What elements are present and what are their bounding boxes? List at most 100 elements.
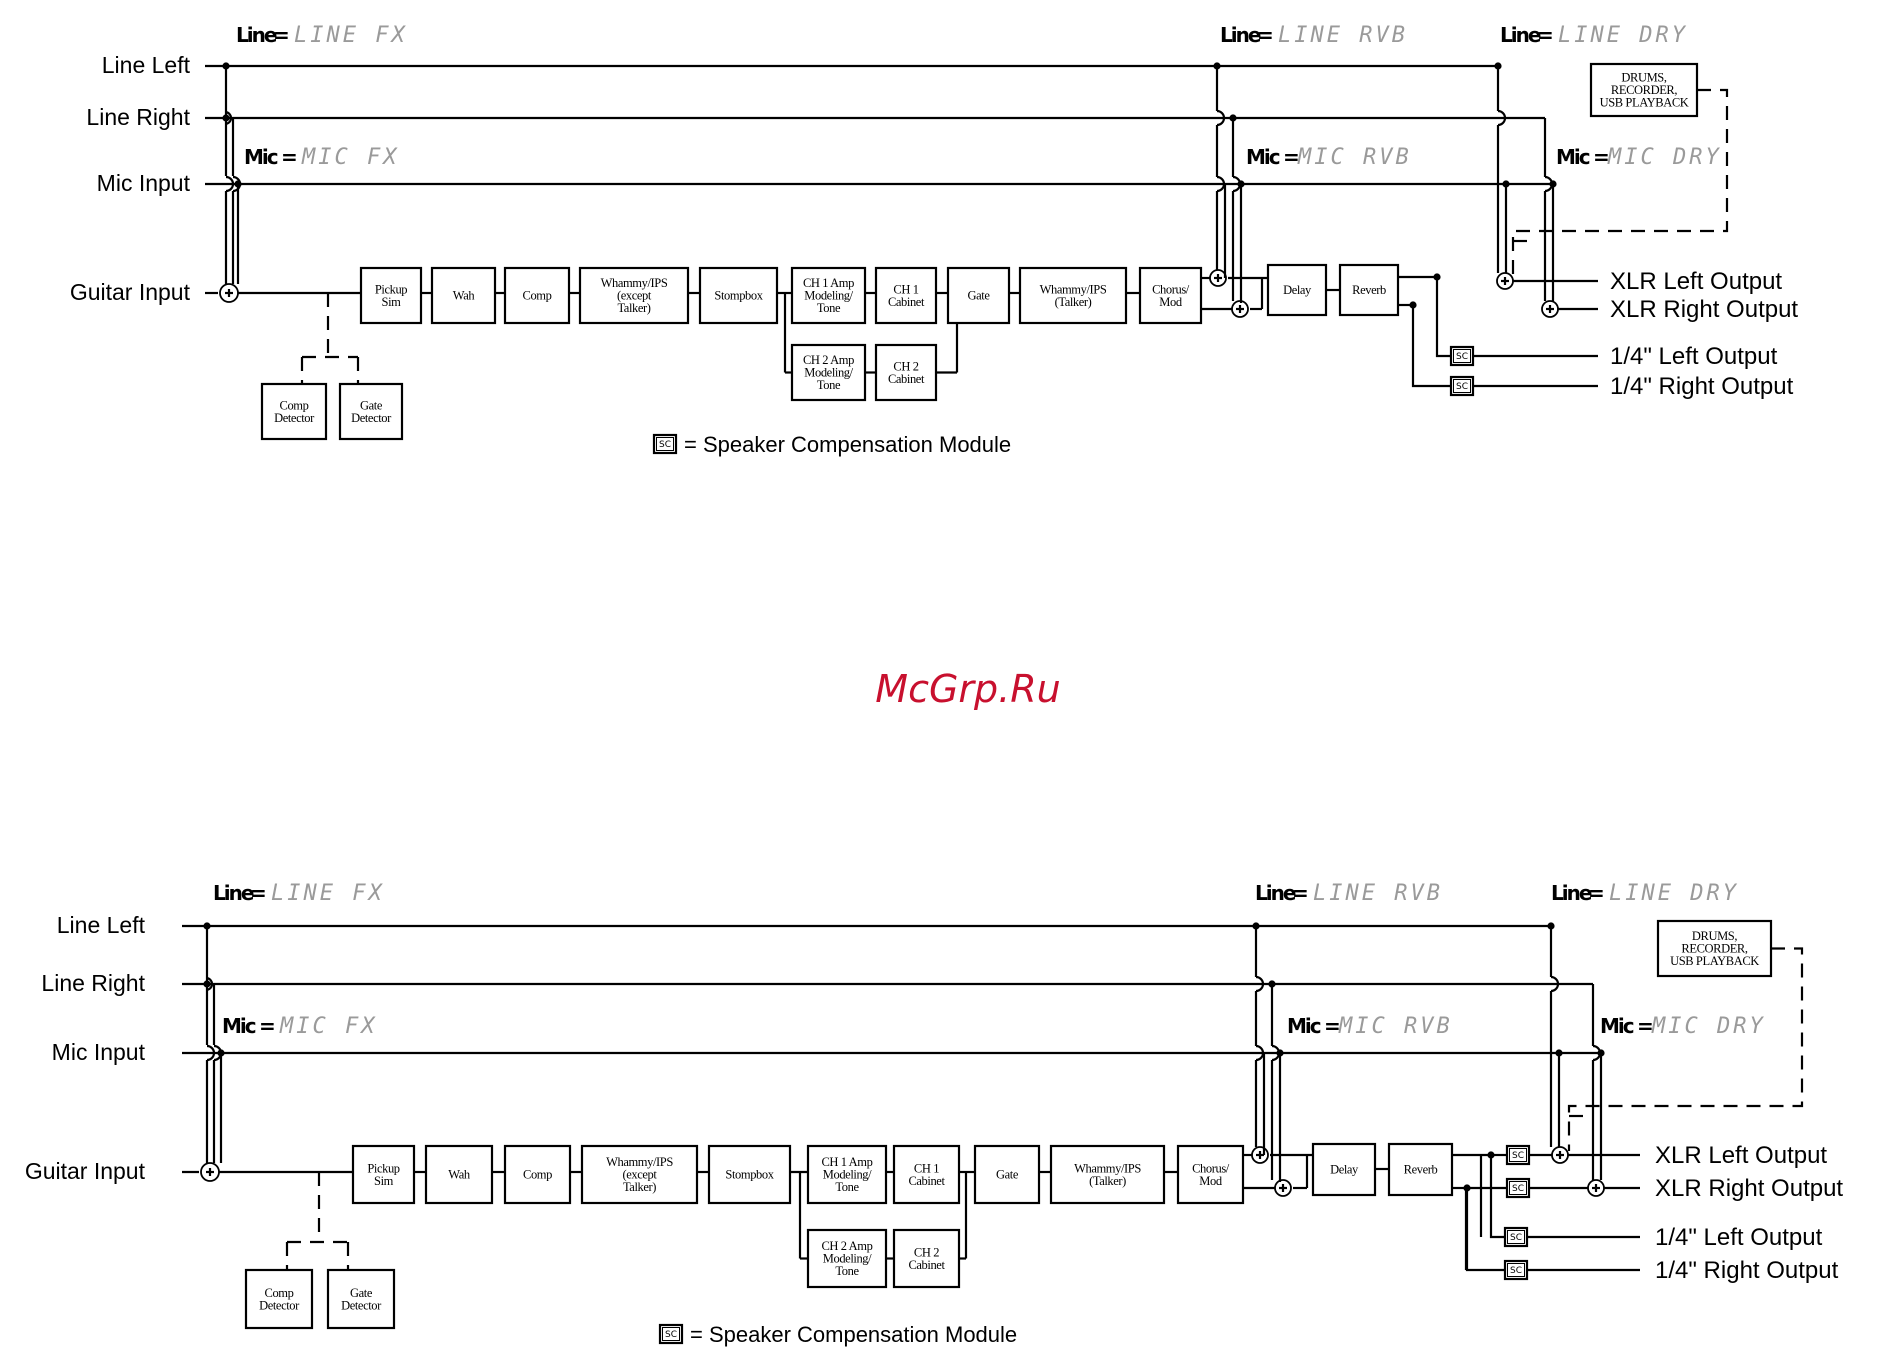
xlr-left-output-label: XLR Left Output bbox=[1655, 1142, 1827, 1169]
speaker-compensation-module: SC bbox=[658, 1323, 684, 1345]
summing-node bbox=[1274, 1179, 1292, 1197]
equals-sign: = bbox=[259, 1014, 276, 1038]
whammy-ips-block-text: (except bbox=[623, 1168, 658, 1182]
chorus-mod-block-box bbox=[1138, 266, 1203, 325]
lcd-setting: MIC FX bbox=[279, 1014, 377, 1039]
mic-knob-label: Mic bbox=[1600, 1014, 1634, 1038]
drums-recorder-usb-block-text: RECORDER, bbox=[1611, 83, 1677, 97]
lcd-setting: LINE RVB bbox=[1313, 881, 1443, 906]
ch1-amp-block-text: Modeling/ bbox=[823, 1168, 872, 1182]
lcd-setting: MIC RVB bbox=[1338, 1014, 1453, 1039]
mic-knob-label: Mic bbox=[1287, 1014, 1321, 1038]
summing-node bbox=[219, 283, 239, 303]
drums-recorder-usb-block-text: RECORDER, bbox=[1681, 942, 1747, 956]
equals-sign: = bbox=[1537, 23, 1554, 47]
ch1-cabinet-block-text: Cabinet bbox=[888, 295, 925, 309]
ch1-cabinet-block-text: CH 1 bbox=[914, 1161, 939, 1175]
summing-node bbox=[200, 1162, 220, 1182]
lcd-setting: MIC FX bbox=[301, 145, 399, 170]
comp-block-box bbox=[503, 1144, 572, 1205]
whammy-ips-block-text: (except bbox=[617, 289, 652, 303]
xlr-right-output-label: XLR Right Output bbox=[1610, 296, 1798, 323]
sc-label: SC bbox=[659, 440, 671, 450]
drums-recorder-usb-block-text: DRUMS, bbox=[1692, 929, 1737, 943]
comp-detector-block-text: Detector bbox=[259, 1298, 300, 1312]
ch2-amp-block-text: Tone bbox=[835, 1264, 859, 1278]
summing-node bbox=[1496, 272, 1514, 290]
xlr-right-output-label: XLR Right Output bbox=[1655, 1175, 1843, 1202]
knob-setting-legend: Line=LINE DRY bbox=[1500, 23, 1688, 48]
whammy-ips-block-text: Talker) bbox=[617, 301, 650, 315]
drums-recorder-usb-block: DRUMS,RECORDER,USB PLAYBACK bbox=[1589, 62, 1699, 118]
ch2-cabinet-block-text: Cabinet bbox=[888, 372, 925, 386]
mic-knob-label: Mic bbox=[1246, 145, 1280, 169]
line-right-label: Line Right bbox=[41, 970, 145, 996]
comp-detector-block-text: Detector bbox=[274, 411, 315, 425]
equals-sign: = bbox=[281, 145, 298, 169]
speaker-compensation-module: SC bbox=[1503, 1259, 1529, 1281]
quarter-left-output-label: 1/4" Left Output bbox=[1610, 343, 1778, 370]
line-knob-label: Line bbox=[1500, 23, 1541, 47]
ch1-cabinet-block-text: Cabinet bbox=[908, 1174, 945, 1188]
summing-node bbox=[1587, 1179, 1605, 1197]
whammy-talker-block-text: Whammy/IPS bbox=[1074, 1161, 1141, 1175]
gate-detector-block-box bbox=[338, 382, 404, 441]
quarter-left-output-label: 1/4" Left Output bbox=[1655, 1224, 1823, 1251]
guitar-input-label: Guitar Input bbox=[70, 279, 191, 305]
comp-detector-block-box bbox=[260, 382, 328, 441]
ch1-amp-block-text: Modeling/ bbox=[804, 289, 853, 303]
sc-label: SC bbox=[1456, 382, 1468, 392]
lcd-setting: LINE DRY bbox=[1609, 881, 1739, 906]
stompbox-block-text: Stompbox bbox=[725, 1168, 774, 1182]
mic-input-label: Mic Input bbox=[52, 1039, 146, 1065]
speaker-compensation-module: SC bbox=[1449, 375, 1475, 397]
sc-label: SC bbox=[1512, 1184, 1524, 1194]
ch2-cabinet-block-box bbox=[892, 1228, 961, 1289]
chorus-mod-block-text: Chorus/ bbox=[1192, 1161, 1230, 1175]
summing-node bbox=[1551, 1146, 1569, 1164]
lcd-setting: LINE DRY bbox=[1558, 23, 1688, 48]
xlr-left-output-label: XLR Left Output bbox=[1610, 268, 1782, 295]
ch2-amp-block-text: Modeling/ bbox=[804, 366, 853, 380]
guitar-input-label: Guitar Input bbox=[25, 1158, 146, 1184]
gate-block-text: Gate bbox=[968, 289, 991, 303]
chorus-mod-block: Chorus/Mod bbox=[1176, 1144, 1245, 1205]
comp-block-box bbox=[503, 266, 571, 325]
watermark-text: McGrp.Ru bbox=[875, 667, 1060, 711]
ch1-cabinet-block-box bbox=[892, 1144, 961, 1205]
wah-block-text: Wah bbox=[448, 1168, 471, 1182]
ch2-amp-block-box bbox=[806, 1228, 888, 1289]
line-knob-label: Line bbox=[1255, 881, 1296, 905]
mic-knob-label: Mic bbox=[222, 1014, 256, 1038]
wah-block-text: Wah bbox=[453, 289, 476, 303]
speaker-compensation-module: SC bbox=[1449, 345, 1475, 367]
reverb-block-box bbox=[1387, 1142, 1454, 1197]
line-knob-label: Line bbox=[213, 881, 254, 905]
ch1-amp-block-box bbox=[806, 1144, 888, 1205]
whammy-ips-block-box bbox=[578, 266, 690, 325]
reverb-block: Reverb bbox=[1387, 1142, 1454, 1197]
equals-sign: = bbox=[1292, 881, 1309, 905]
stompbox-block-text: Stompbox bbox=[714, 289, 763, 303]
line-left-label: Line Left bbox=[57, 912, 146, 938]
delay-block: Delay bbox=[1311, 1142, 1377, 1197]
pickup-sim-block-text: Pickup bbox=[367, 1161, 399, 1175]
gate-block-text: Gate bbox=[996, 1168, 1019, 1182]
drums-recorder-usb-block: DRUMS,RECORDER,USB PLAYBACK bbox=[1656, 919, 1773, 978]
ch1-cabinet-block-box bbox=[874, 266, 938, 325]
ch1-amp-block-text: CH 1 Amp bbox=[822, 1155, 873, 1169]
delay-block-text: Delay bbox=[1330, 1163, 1359, 1177]
whammy-ips-block-text: Talker) bbox=[623, 1180, 656, 1194]
wah-block: Wah bbox=[424, 1144, 494, 1205]
quarter-right-output-label: 1/4" Right Output bbox=[1610, 373, 1794, 400]
chorus-mod-block-text: Mod bbox=[1159, 295, 1183, 309]
whammy-talker-block: Whammy/IPS(Talker) bbox=[1049, 1144, 1166, 1205]
summing-node bbox=[1231, 300, 1249, 318]
